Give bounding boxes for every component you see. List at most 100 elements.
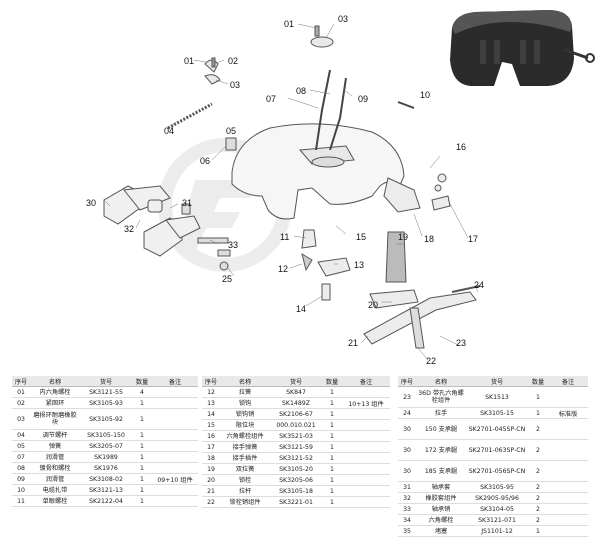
header-note: 备注: [152, 376, 198, 387]
callout-label: 10: [420, 90, 430, 100]
cell-no: 02: [12, 397, 30, 409]
cell-no: 24: [398, 407, 416, 419]
cell-name: 锁栓: [220, 474, 270, 486]
cell-note: [342, 452, 390, 464]
cell-note: [152, 429, 198, 441]
cell-code: SK2106-67: [270, 408, 322, 420]
cell-name: 调节螺杆: [30, 429, 80, 441]
callout-label: 32: [124, 224, 134, 234]
cell-no: 30: [398, 418, 416, 440]
cell-qty: 2: [528, 439, 548, 461]
callout-label: 08: [296, 86, 306, 96]
cell-no: 34: [398, 514, 416, 526]
cell-name: 橡胶套组件: [416, 492, 466, 504]
cell-qty: 1: [132, 473, 152, 485]
leader-lines: [103, 23, 479, 361]
callout-label: 03: [230, 80, 240, 90]
cell-qty: 1: [132, 440, 152, 452]
cell-note: 10+13 组件: [342, 397, 390, 409]
cell-name: 电缆扎带: [30, 484, 80, 496]
cell-code: JS1101-12: [466, 525, 528, 537]
header-note: 备注: [342, 376, 390, 387]
fifth-wheel-photo: [450, 10, 595, 86]
callout-label: 31: [182, 198, 192, 208]
cell-no: 07: [12, 451, 30, 463]
cell-name: 限位块: [220, 419, 270, 431]
cell-note: [548, 492, 588, 504]
callout-label: 20: [368, 300, 378, 310]
cell-code: SK3108-02: [80, 473, 132, 485]
header-note: 备注: [548, 376, 588, 387]
header-name: 名称: [416, 376, 466, 387]
support-brackets: [103, 185, 201, 257]
callout-label: 23: [456, 338, 466, 348]
cell-no: 15: [202, 419, 220, 431]
cell-qty: 1: [322, 452, 342, 464]
callout-label: 21: [348, 338, 358, 348]
header-qty: 数量: [528, 376, 548, 387]
cell-note: [342, 496, 390, 508]
cell-name: 堵塞: [416, 525, 466, 537]
cell-note: [152, 397, 198, 409]
cell-qty: 1: [322, 419, 342, 431]
cell-code: SK2701-063SP-CN: [466, 439, 528, 461]
adjust-screw: [167, 102, 213, 130]
header-qty: 数量: [322, 376, 342, 387]
cell-name: 拉杆: [220, 485, 270, 497]
cell-code: SK2905-95/96: [466, 492, 528, 504]
cell-note: [548, 418, 588, 440]
cell-no: 20: [202, 474, 220, 486]
cell-note: 09+10 组件: [152, 473, 198, 485]
callout-label: 06: [200, 156, 210, 166]
cell-note: [152, 440, 198, 452]
callout-label: 25: [222, 274, 232, 284]
cell-name: 内六角螺栓: [30, 386, 80, 398]
cell-no: 16: [202, 430, 220, 442]
cell-name: 轴承销: [416, 503, 466, 515]
cell-note: [342, 474, 390, 486]
cell-name: 锁栓销组件: [220, 496, 270, 508]
cell-no: 08: [12, 462, 30, 474]
cell-name: 拉簧: [220, 386, 270, 398]
cell-code: 000.010.021: [270, 419, 322, 431]
cell-name: 锁钩销: [220, 408, 270, 420]
cell-qty: 1: [528, 525, 548, 537]
cell-code: SK3105-95: [466, 481, 528, 493]
cell-no: 22: [202, 496, 220, 508]
cell-qty: 1: [322, 463, 342, 475]
cell-code: SK1989: [80, 451, 132, 463]
cell-code: SK2701-056SP-CN: [466, 460, 528, 482]
cell-no: 04: [12, 429, 30, 441]
callout-label: 18: [424, 234, 434, 244]
cell-no: 31: [398, 481, 416, 493]
cell-qty: 1: [528, 407, 548, 419]
cell-note: [342, 430, 390, 442]
cell-qty: 1: [132, 451, 152, 463]
cell-name: 六角螺栓: [416, 514, 466, 526]
cell-code: SK3121-55: [80, 386, 132, 398]
cell-name: 150 支承腿: [416, 418, 466, 440]
cell-name: 拉手: [416, 407, 466, 419]
cell-note: [342, 441, 390, 453]
cell-qty: 2: [528, 460, 548, 482]
cell-name: 镀骨和螺栓: [30, 462, 80, 474]
header-no: 序号: [202, 376, 220, 387]
cell-note: [548, 525, 588, 537]
table-header-row: 序号 名称 货号 数量 备注: [12, 376, 198, 387]
cell-no: 30: [398, 460, 416, 482]
cell-no: 21: [202, 485, 220, 497]
cell-note: [548, 460, 588, 482]
cell-note: [548, 503, 588, 515]
